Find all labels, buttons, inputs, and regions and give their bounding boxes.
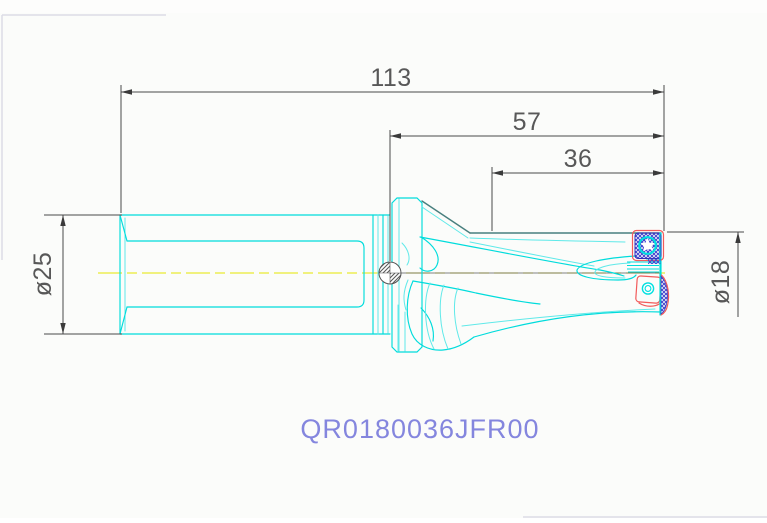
flange [391, 197, 439, 353]
chip-flute [403, 279, 541, 351]
dim-flute-length: 36 [491, 145, 664, 231]
part-number-label: QR0180036JFR00 [300, 414, 539, 444]
drill-body [419, 200, 662, 338]
dim-label-113: 113 [370, 64, 411, 92]
bottom-insert [635, 232, 670, 316]
drawing-frame [1, 14, 767, 518]
dim-label-36: 36 [564, 145, 593, 173]
center-mark [378, 261, 402, 285]
page-bottom-strip [0, 518, 767, 523]
dim-cutting-diameter: ø18 [667, 231, 744, 317]
top-insert [631, 229, 665, 264]
shank-outline [119, 214, 391, 335]
torx-screw-icon [638, 236, 657, 255]
dim-label-d25: ø25 [29, 252, 57, 297]
screw-hole-icon [641, 282, 655, 295]
dim-overall-length: 113 [120, 64, 665, 231]
dim-label-d18: ø18 [707, 260, 735, 305]
insert-sliver [659, 275, 668, 315]
page-top-strip [0, 0, 767, 13]
dim-head-length: 57 [389, 108, 664, 261]
dim-label-57: 57 [513, 108, 542, 136]
dim-shank-diameter: ø25 [29, 214, 122, 335]
